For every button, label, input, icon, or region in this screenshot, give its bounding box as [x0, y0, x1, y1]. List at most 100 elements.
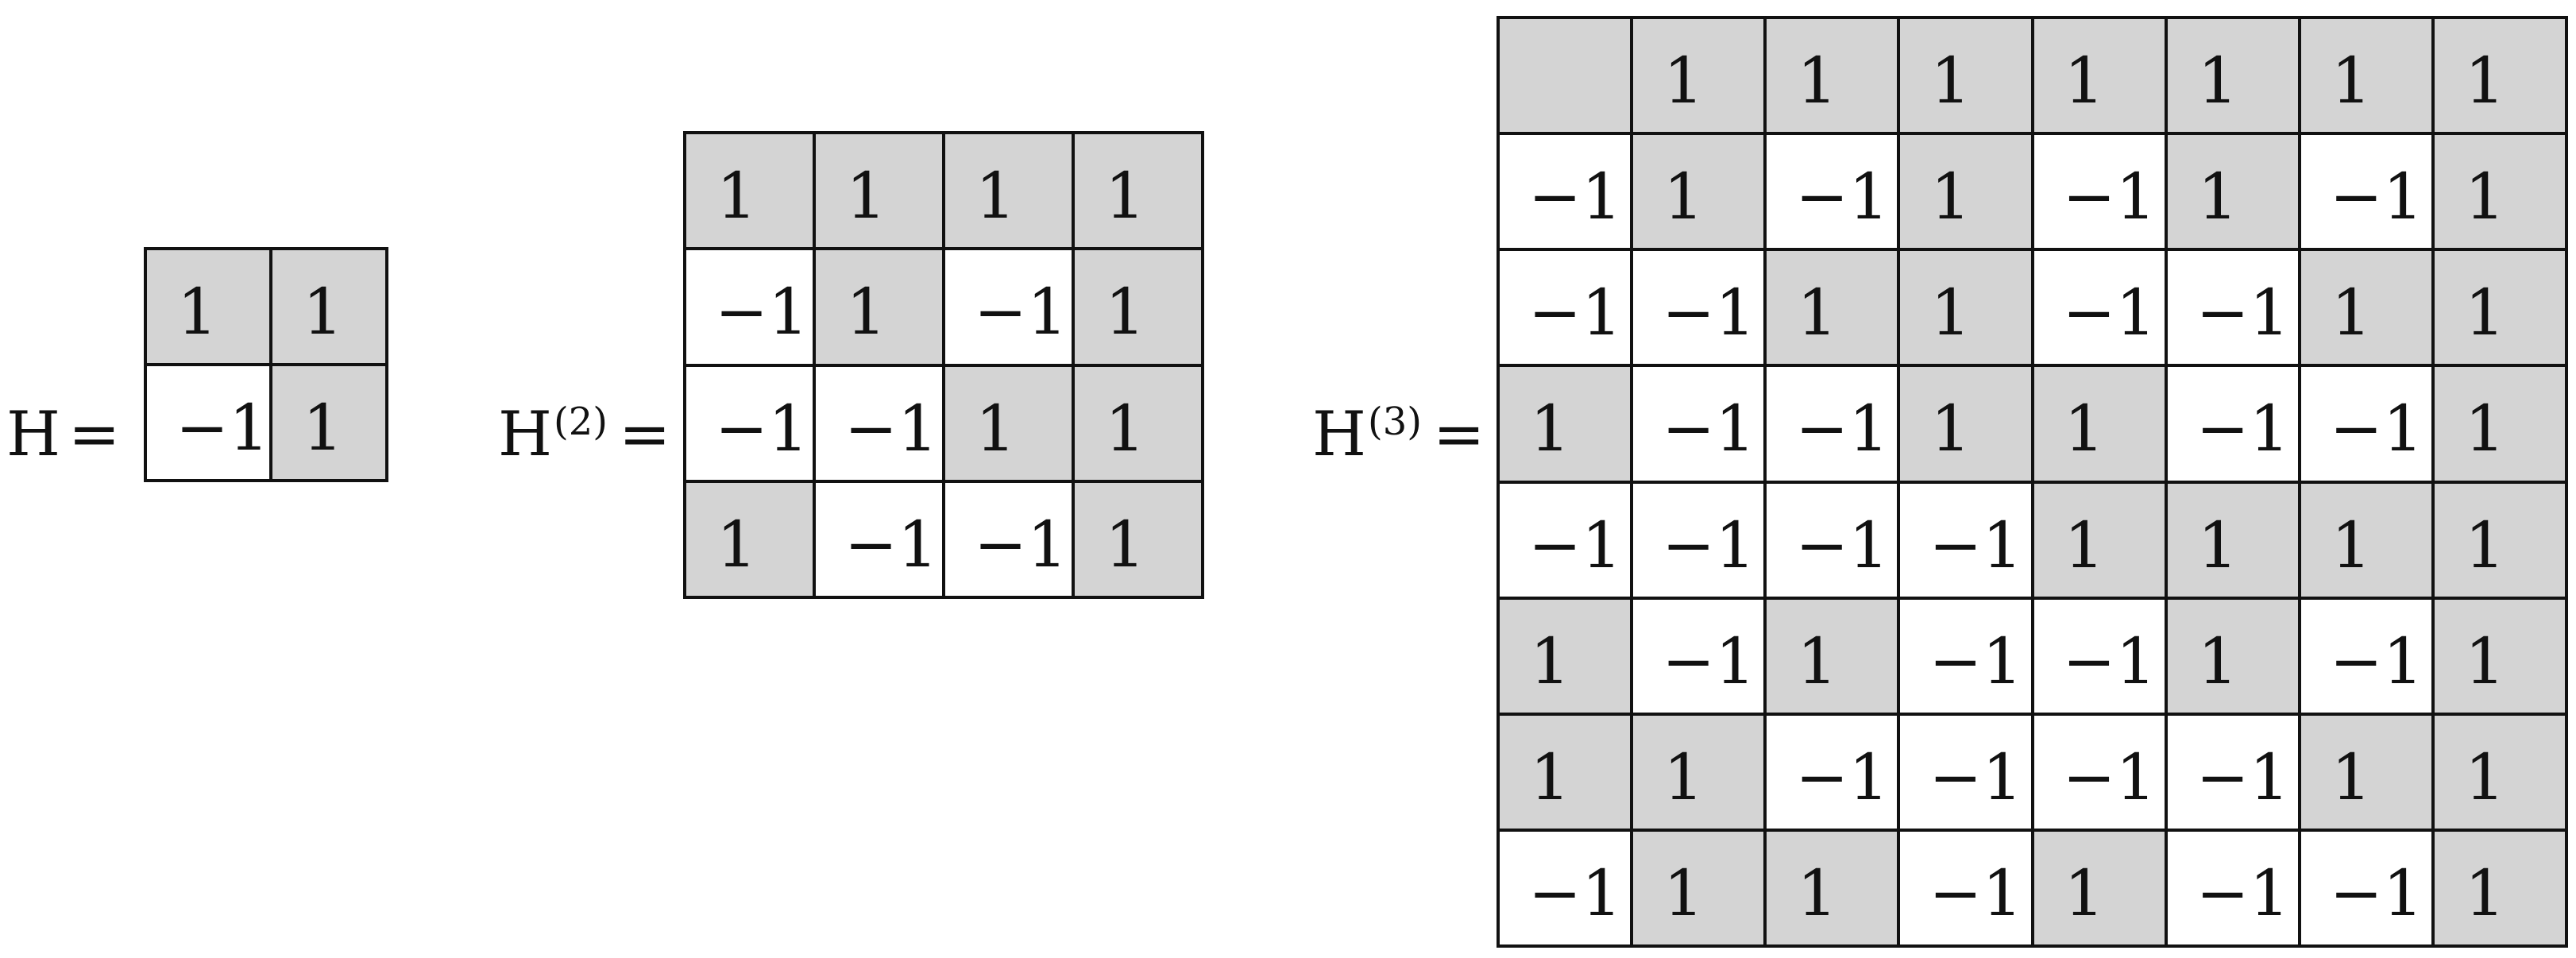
matrix-cell: 1 [1630, 712, 1767, 832]
matrix-cell: 1 [1630, 15, 1767, 136]
matrix-cell: 1 [1496, 712, 1634, 832]
matrix-cell: −1 [144, 363, 272, 482]
matrix-cell: 1 [1897, 364, 2034, 484]
matrix-cell: 1 [2297, 15, 2435, 136]
matrix-cell: 1 [2431, 364, 2569, 484]
matrix-superscript: (2) [554, 400, 608, 444]
cell-value: 1 [1530, 392, 1570, 466]
cell-value: 1 [2464, 44, 2505, 118]
equals-sign: = [68, 399, 121, 470]
matrix-cell: −1 [2164, 712, 2301, 832]
cell-value: −1 [1929, 508, 2023, 582]
cell-value: −1 [2329, 856, 2423, 930]
matrix-cell: −1 [1630, 596, 1767, 716]
matrix-cell: 1 [1763, 15, 1901, 136]
equals-sign: = [619, 399, 671, 470]
matrix-cell: −1 [942, 479, 1075, 600]
cell-value: 1 [1105, 507, 1145, 581]
cell-value: 1 [2464, 276, 2505, 350]
cell-value: −1 [2062, 740, 2157, 814]
cell-value: −1 [974, 507, 1068, 581]
cell-value: 1 [2464, 624, 2505, 698]
matrix-label-h2: H(2)= [498, 403, 670, 465]
matrix-symbol: H [498, 399, 553, 470]
cell-value: 1 [1105, 391, 1145, 465]
matrix-cell: 1 [2164, 480, 2301, 600]
cell-value: −1 [1528, 856, 1622, 930]
matrix-cell: 1 [813, 130, 945, 251]
cell-value: 1 [2464, 160, 2505, 234]
matrix-cell: 1 [2297, 712, 2435, 832]
matrix-cell: −1 [1897, 828, 2034, 948]
cell-value: 1 [1530, 740, 1570, 814]
cell-value: 1 [1663, 856, 1705, 930]
cell-value: −1 [2062, 160, 2157, 234]
matrix-cell: 1 [2164, 596, 2301, 716]
cell-value: −1 [1662, 276, 1756, 350]
cell-value: 1 [1105, 159, 1145, 234]
matrix-cell: 1 [2164, 15, 2301, 136]
matrix-cell: −1 [1496, 828, 1634, 948]
matrix-cell: 1 [1897, 15, 2034, 136]
cell-value: 1 [846, 275, 886, 350]
matrix-cell: −1 [1630, 248, 1767, 368]
cell-value: −1 [176, 391, 269, 465]
cell-value: 1 [2331, 276, 2372, 350]
matrix-cell: 1 [942, 363, 1075, 483]
matrix-cell: 1 [2431, 828, 2569, 948]
cell-value: 1 [2331, 44, 2372, 118]
matrix-cell: −1 [1630, 364, 1767, 484]
cell-value: −1 [1929, 856, 2023, 930]
cell-value: 1 [2064, 856, 2105, 930]
cell-value: 1 [1930, 160, 1972, 234]
cell-value: −1 [2196, 392, 2290, 466]
matrix-cell: −1 [1897, 596, 2034, 716]
matrix-cell: 1 [1072, 363, 1204, 483]
matrix-cell [1496, 15, 1634, 136]
matrix-cell: 1 [2164, 132, 2301, 252]
cell-value: 1 [2064, 44, 2105, 118]
matrix-cell: −1 [942, 247, 1075, 367]
cell-value [1500, 86, 1530, 97]
matrix-cell: 1 [2030, 480, 2168, 600]
cell-value: −1 [1795, 740, 1890, 814]
cell-value: −1 [974, 275, 1068, 350]
cell-value: −1 [2196, 276, 2290, 350]
matrix-cell: 1 [1496, 596, 1634, 716]
cell-value: 1 [177, 275, 218, 349]
matrix-symbol: H [1312, 399, 1367, 470]
matrix-cell: −1 [2297, 596, 2435, 716]
cell-value: 1 [2064, 392, 2105, 466]
cell-value: 1 [716, 159, 757, 234]
cell-value: 1 [1797, 44, 1838, 118]
cell-value: 1 [2197, 624, 2238, 698]
cell-value: 1 [975, 159, 1016, 234]
matrix-cell: −1 [2164, 364, 2301, 484]
matrix-cell: −1 [1496, 132, 1634, 252]
cell-value: 1 [302, 275, 343, 349]
matrix-cell: 1 [2431, 15, 2569, 136]
matrix-cell: −1 [2164, 248, 2301, 368]
matrix-cell: 1 [1496, 364, 1634, 484]
cell-value: −1 [715, 275, 809, 350]
matrix-cell: 1 [1763, 248, 1901, 368]
cell-value: −1 [1662, 508, 1756, 582]
cell-value: 1 [2464, 740, 2505, 814]
matrix-cell: −1 [2030, 596, 2168, 716]
matrix-cell: 1 [2030, 828, 2168, 948]
matrix-cell: 1 [2030, 364, 2168, 484]
matrix-cell: 1 [2297, 480, 2435, 600]
matrix-cell: −1 [813, 363, 945, 483]
matrix-cell: 1 [2431, 132, 2569, 252]
matrix-cell: 1 [2431, 248, 2569, 368]
